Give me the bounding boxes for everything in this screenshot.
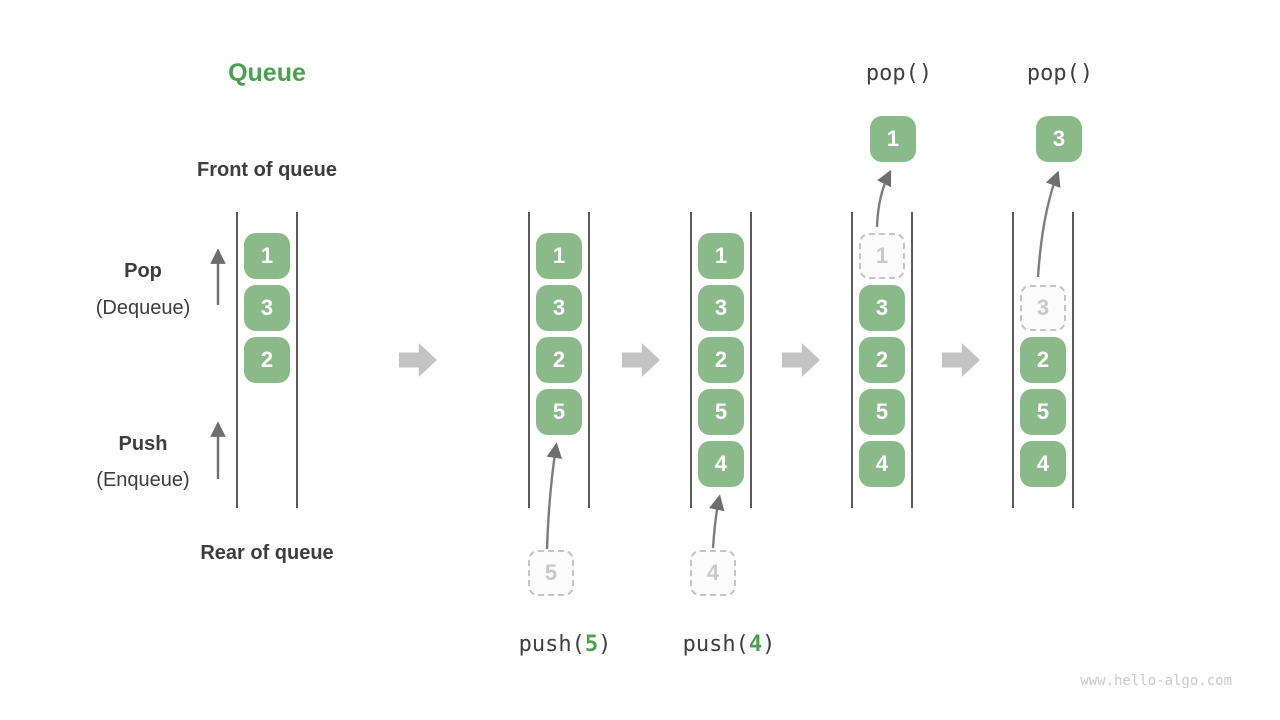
push-func-text: push( xyxy=(518,632,585,657)
push-close-text: ) xyxy=(598,632,612,657)
queue-element-2: 2 xyxy=(536,337,582,383)
push-label: Push xyxy=(118,433,168,455)
pop-call-label-2: pop() xyxy=(1026,61,1094,86)
queue-element-4: 4 xyxy=(1020,441,1066,487)
queue-element-4: 4 xyxy=(698,441,744,487)
push-call-label-1: push(5) xyxy=(485,632,645,657)
queue-stage-initial: 1 3 2 xyxy=(236,212,298,508)
queue-element-2: 2 xyxy=(859,337,905,383)
queue-element-3: 3 xyxy=(698,285,744,331)
push-close-text: ) xyxy=(762,632,776,657)
queue-element-1: 1 xyxy=(698,233,744,279)
popped-element-2: 3 xyxy=(1036,116,1082,162)
queue-element-5: 5 xyxy=(536,389,582,435)
transition-arrow-3 xyxy=(782,343,820,377)
push-arg-text: 4 xyxy=(748,632,763,657)
push-func-text: push( xyxy=(682,632,749,657)
push-arg-text: 5 xyxy=(584,632,599,657)
queue-element-2: 2 xyxy=(698,337,744,383)
pop-call-label-1: pop() xyxy=(865,61,933,86)
pop-label: Pop xyxy=(124,260,162,282)
push-call-label-2: push(4) xyxy=(649,632,809,657)
incoming-element-5: 5 xyxy=(528,550,574,596)
transition-arrow-1 xyxy=(399,343,437,377)
front-of-queue-label: Front of queue xyxy=(197,159,337,181)
rear-of-queue-label: Rear of queue xyxy=(200,542,334,564)
queue-element-2: 2 xyxy=(1020,337,1066,383)
queue-element-3: 3 xyxy=(244,285,290,331)
queue-element-5: 5 xyxy=(859,389,905,435)
removed-element-1: 1 xyxy=(859,233,905,279)
queue-element-5: 5 xyxy=(1020,389,1066,435)
queue-stage-after-pop-3: 2 5 4 3 xyxy=(1012,212,1074,508)
queue-stage-after-push-5: 1 3 2 5 5 xyxy=(528,212,590,596)
queue-element-4: 4 xyxy=(859,441,905,487)
diagram-title: Queue xyxy=(228,59,306,87)
queue-element-3: 3 xyxy=(536,285,582,331)
watermark: www.hello-algo.com xyxy=(1080,673,1232,689)
queue-element-1: 1 xyxy=(536,233,582,279)
queue-stage-after-pop-1: 3 2 5 4 1 xyxy=(851,212,913,508)
dequeue-label: (Dequeue) xyxy=(95,297,191,319)
queue-stage-after-push-4: 1 3 2 5 4 4 xyxy=(690,212,752,596)
transition-arrow-4 xyxy=(942,343,980,377)
queue-element-3: 3 xyxy=(859,285,905,331)
transition-arrow-2 xyxy=(622,343,660,377)
queue-element-2: 2 xyxy=(244,337,290,383)
popped-element-1: 1 xyxy=(870,116,916,162)
incoming-element-4: 4 xyxy=(690,550,736,596)
removed-element-3: 3 xyxy=(1020,285,1066,331)
queue-element-5: 5 xyxy=(698,389,744,435)
queue-element-1: 1 xyxy=(244,233,290,279)
enqueue-label: (Enqueue) xyxy=(96,469,190,491)
